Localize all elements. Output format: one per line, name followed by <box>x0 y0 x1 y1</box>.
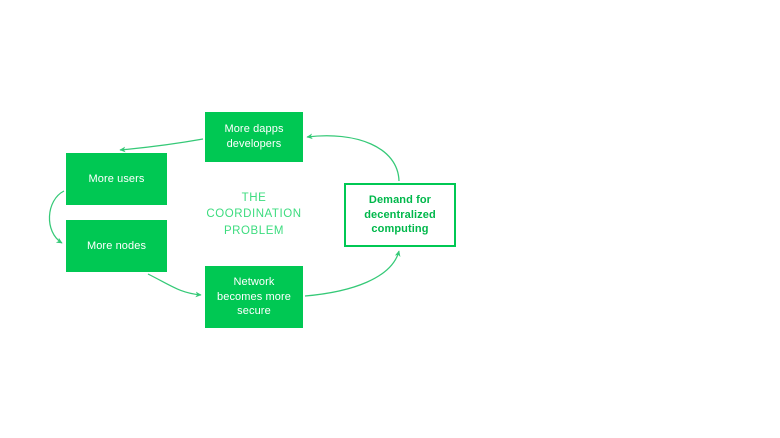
node-more-users[interactable]: More users <box>66 153 167 205</box>
edge-dapps-to-users <box>119 138 204 153</box>
edge-demand-to-dapps <box>306 133 400 182</box>
node-more-dapps-developers[interactable]: More dapps developers <box>205 112 303 162</box>
node-label: Network becomes more secure <box>217 276 291 318</box>
node-label: More nodes <box>86 239 147 252</box>
edge-users-to-nodes <box>48 190 65 244</box>
node-label: More dapps developers <box>224 123 284 150</box>
edge-network-to-demand <box>304 250 401 297</box>
diagram-center-title: THE COORDINATION PROBLEM <box>206 192 302 237</box>
node-network-becomes-more-secure[interactable]: Network becomes more secure <box>205 266 303 328</box>
node-more-nodes[interactable]: More nodes <box>66 220 167 272</box>
node-demand-for-decentralized-computing[interactable]: Demand for decentralized computing <box>344 183 456 247</box>
node-label: More users <box>88 172 145 185</box>
edge-nodes-to-network <box>147 273 202 298</box>
node-label: Demand for decentralized computing <box>364 194 436 236</box>
